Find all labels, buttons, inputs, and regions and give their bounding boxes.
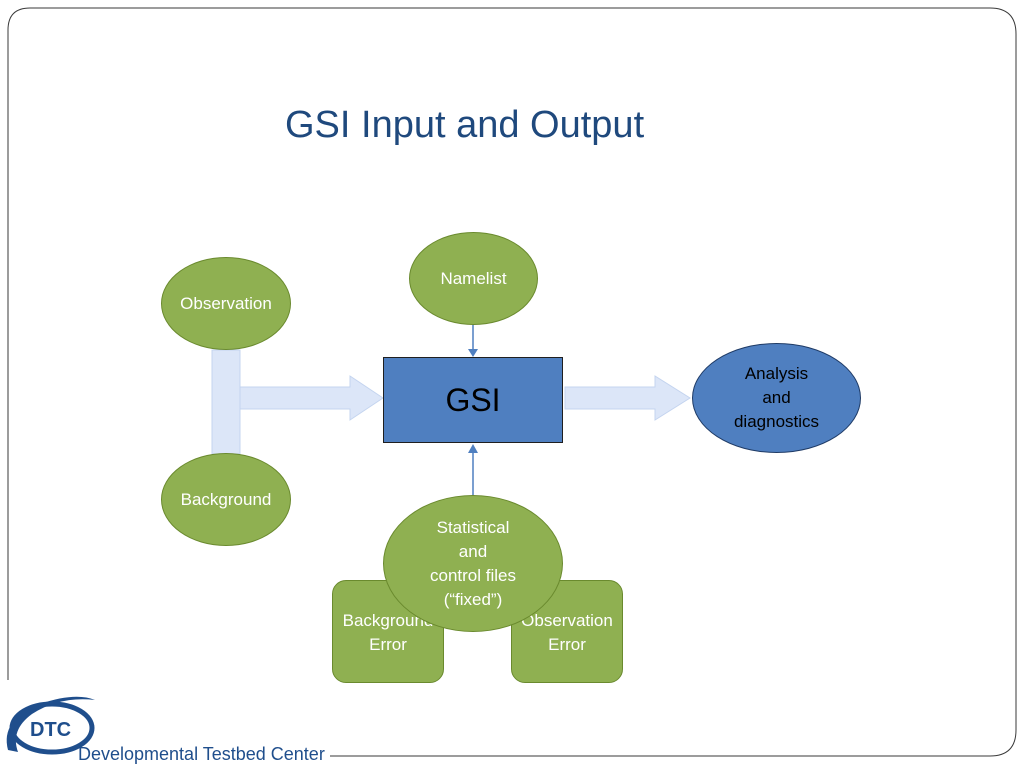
statistical-arrow (468, 444, 478, 495)
background-error-box: Background Error (332, 580, 444, 683)
slide-title: GSI Input and Output (285, 104, 645, 146)
gsi-node: GSI (383, 357, 563, 443)
namelist-arrow (468, 325, 478, 357)
background-node: Background (161, 453, 291, 546)
input-block-arrow (211, 349, 384, 455)
analysis-node: Analysis and diagnostics (692, 343, 861, 453)
statistical-files-node: Statistical and control files (“fixed”) (383, 495, 563, 632)
logo-name: Developmental Testbed Center (78, 744, 325, 764)
observation-node: Observation (161, 257, 291, 350)
output-block-arrow (564, 375, 691, 421)
namelist-node: Namelist (409, 232, 538, 325)
logo-mark-text: DTC (30, 719, 71, 741)
dtc-logo-icon: DTC (6, 696, 96, 755)
